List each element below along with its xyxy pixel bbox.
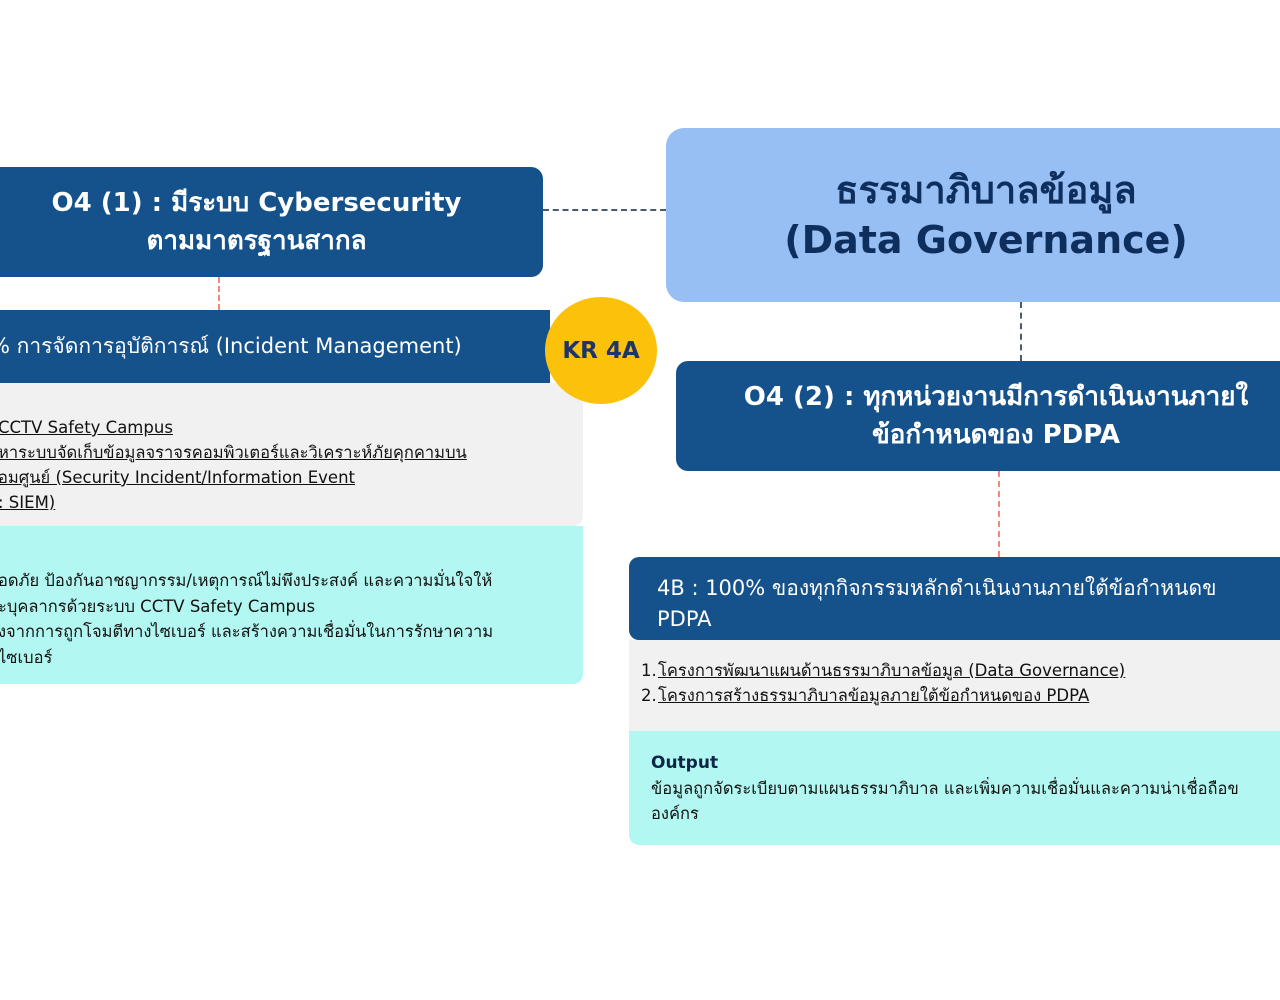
kr4a-header: % การจัดการอุบัติการณ์ (Incident Managem… <box>0 310 550 383</box>
connector-objective1-kr4a <box>218 277 220 310</box>
objective-1-title-line-1: O4 (1) : มีระบบ Cybersecurity <box>51 188 462 218</box>
kr4b-projects-panel: 1.โครงการพัฒนาแผนด้านธรรมาภิบาลข้อมูล (D… <box>629 640 1280 731</box>
kr4b-project-number: 1. <box>641 661 657 680</box>
kr4a-project-link[interactable]: CCTV Safety Campus <box>0 418 173 437</box>
objective-1-title-line-2: ตามมาตรฐานสากล <box>146 226 367 256</box>
kr4b-project-link[interactable]: โครงการสร้างธรรมาภิบาลข้อมูลภายใต้ข้อกำห… <box>658 686 1090 705</box>
kr4a-project-link[interactable]: อมศูนย์ (Security Incident/Information E… <box>0 468 356 487</box>
kr4a-projects-panel: CCTV Safety Campus หาระบบจัดเก็บข้อมูลจร… <box>0 383 583 526</box>
kr4a-output-line: งจากการถูกโจมตีทางไซเบอร์ และสร้างความเช… <box>0 622 494 641</box>
kr4b-output-line: ข้อมูลถูกจัดระเบียบตามแผนธรรมาภิบาล และเ… <box>651 779 1239 798</box>
objective-1-box: O4 (1) : มีระบบ Cybersecurity ตามมาตรฐาน… <box>0 167 543 277</box>
main-title-box: ธรรมาภิบาลข้อมูล (Data Governance) <box>666 128 1280 302</box>
kr4b-output-panel: Output ข้อมูลถูกจัดระเบียบตามแผนธรรมาภิบ… <box>629 731 1280 845</box>
main-title-line-2: (Data Governance) <box>784 218 1188 262</box>
kr4b-project-number: 2. <box>641 686 657 705</box>
kr4b-output-label: Output <box>651 753 719 773</box>
kr4a-header-text: % การจัดการอุบัติการณ์ (Incident Managem… <box>0 334 462 358</box>
kr4b-header: 4B : 100% ของทุกกิจกรรมหลักดำเนินงานภายใ… <box>629 557 1280 640</box>
kr4a-output-line: ะบุคลากรด้วยระบบ CCTV Safety Campus <box>0 596 316 616</box>
objective-2-title-line-2: ข้อกำหนดของ PDPA <box>871 420 1121 450</box>
kr4a-badge-label: KR 4A <box>562 337 640 364</box>
objective-2-box: O4 (2) : ทุกหน่วยงานมีการดำเนินงานภายใ ข… <box>676 361 1280 471</box>
objective-2-title-line-1: O4 (2) : ทุกหน่วยงานมีการดำเนินงานภายใ <box>743 382 1249 412</box>
kr4b-project-link[interactable]: โครงการพัฒนาแผนด้านธรรมาภิบาลข้อมูล (Dat… <box>658 661 1126 680</box>
kr4b-project-item: 1.โครงการพัฒนาแผนด้านธรรมาภิบาลข้อมูล (D… <box>641 658 1280 683</box>
connector-objective2-kr4b <box>998 471 1000 557</box>
kr4a-output-line: อดภัย ป้องกันอาชญากรรม/เหตุการณ์ไม่พึงปร… <box>0 571 493 590</box>
kr4b-output-line: องค์กร <box>651 804 699 823</box>
kr4a-output-panel: อดภัย ป้องกันอาชญากรรม/เหตุการณ์ไม่พึงปร… <box>0 526 583 684</box>
main-title-line-1: ธรรมาภิบาลข้อมูล <box>835 168 1137 212</box>
connector-title-objective2 <box>1020 302 1022 361</box>
kr4b-header-line-2: PDPA <box>657 607 712 631</box>
connector-objective1-title <box>543 209 666 211</box>
kr4a-project-link[interactable]: : SIEM) <box>0 493 56 512</box>
kr4b-header-line-1: 4B : 100% ของทุกกิจกรรมหลักดำเนินงานภายใ… <box>657 576 1217 600</box>
kr4a-badge: KR 4A <box>545 297 657 404</box>
kr4a-output-line: ไซเบอร์ <box>0 647 53 667</box>
kr4b-project-item: 2.โครงการสร้างธรรมาภิบาลข้อมูลภายใต้ข้อก… <box>641 683 1280 708</box>
kr4a-project-link[interactable]: หาระบบจัดเก็บข้อมูลจราจรคอมพิวเตอร์และวิ… <box>0 443 467 462</box>
